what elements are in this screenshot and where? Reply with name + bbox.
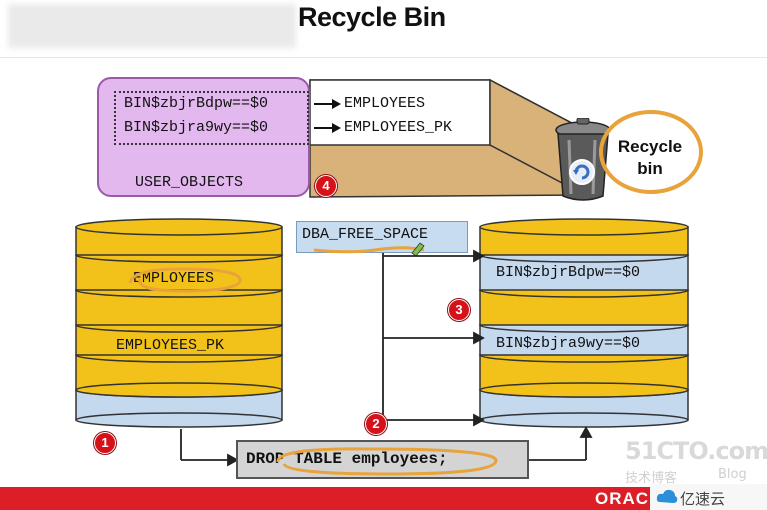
step-2-badge: 2 (365, 413, 387, 435)
object-name-2: EMPLOYEES_PK (344, 119, 453, 136)
recycle-bin-label: Recycle bin (617, 137, 683, 178)
arrow-employees-pk (314, 127, 334, 129)
right-bin-table-label: BIN$zbjrBdpw==$0 (496, 264, 641, 281)
dba-free-space-label: DBA_FREE_SPACE (302, 226, 429, 243)
user-objects-box (97, 77, 310, 197)
step-1-badge: 1 (94, 432, 116, 454)
user-objects-label: USER_OBJECTS (135, 174, 244, 191)
drop-table-statement: DROP TABLE employees; (246, 450, 448, 468)
watermark-blog: Blog (718, 467, 747, 482)
arrowhead-employees (332, 99, 341, 109)
arrowhead-employees-pk (332, 123, 341, 133)
footer-bar (0, 487, 767, 510)
yisu-cloud-icon (656, 489, 678, 503)
recycle-bin-highlight (599, 110, 703, 194)
right-bin-index-label: BIN$zbjra9wy==$0 (496, 335, 641, 352)
arrow-employees (314, 103, 334, 105)
right-tablespace-stack (479, 218, 689, 428)
yisu-logo-text: 亿速云 (680, 491, 726, 508)
bin-name-2: BIN$zbjra9wy==$0 (124, 119, 269, 136)
dba-free-space-underline (313, 242, 425, 257)
left-employees-label: EMPLOYEES (133, 270, 215, 287)
step-3-badge: 3 (448, 299, 470, 321)
left-tablespace-stack (75, 218, 283, 428)
employees-highlight (128, 267, 242, 293)
user-objects-dotted-frame (114, 91, 309, 145)
left-employees-pk-label: EMPLOYEES_PK (116, 337, 225, 354)
watermark-sub: 技术博客 (625, 471, 678, 486)
page-title: Recycle Bin (298, 2, 446, 32)
object-name-1: EMPLOYEES (344, 95, 426, 112)
watermark-site: 51CTO.com (625, 437, 767, 465)
trash-can-icon (555, 118, 611, 201)
step-4-badge: 4 (315, 175, 337, 197)
yisu-logo: 亿速云 (650, 484, 767, 510)
blurred-subtitle (8, 4, 296, 48)
bin-name-1: BIN$zbjrBdpw==$0 (124, 95, 269, 112)
drop-table-highlight (276, 447, 498, 476)
title-divider (0, 57, 767, 58)
